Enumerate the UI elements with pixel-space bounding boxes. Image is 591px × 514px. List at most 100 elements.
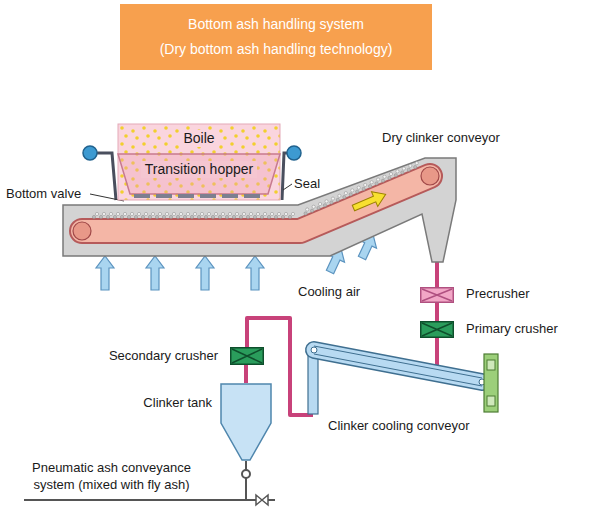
clinker-particle: [183, 215, 186, 218]
clinker-particle: [155, 215, 158, 218]
equipment-label: Dry clinker conveyor: [382, 130, 500, 146]
clinker-particle: [364, 183, 367, 186]
clinker-particle: [318, 202, 321, 205]
clinker-particle: [351, 189, 354, 192]
clinker-particle: [388, 176, 391, 179]
clinker-particle: [193, 212, 196, 215]
node-outline: [120, 4, 432, 70]
clinker-particle: [267, 215, 270, 218]
seal-pivot: [83, 146, 97, 160]
clinker-particle: [109, 212, 112, 215]
clinker-particle: [179, 212, 182, 215]
bottom-valve-gate: [178, 194, 194, 198]
clinker-particle: [323, 204, 326, 207]
clinker-particle: [113, 215, 116, 218]
clinker-particle: [239, 215, 242, 218]
clinker-particle: [370, 181, 373, 184]
clinker-particle: [396, 170, 399, 173]
equipment-label: Primary crusher: [466, 321, 558, 337]
clinker-particle: [200, 212, 203, 215]
clinker-particle: [211, 215, 214, 218]
clinker-particle: [288, 215, 291, 218]
ash-pipe: [435, 303, 439, 321]
clinker-particle: [137, 212, 140, 215]
boiler-body: [118, 124, 280, 200]
clinker-particle: [190, 215, 193, 218]
ash-pipe: [435, 262, 439, 287]
clinker-particle: [106, 215, 109, 218]
clinker-particle: [336, 198, 339, 201]
belt-edge: [314, 350, 482, 382]
clinker-particle: [407, 168, 410, 171]
node-outline: [420, 287, 454, 303]
clinker-particle: [235, 212, 238, 215]
seal-mechanism: [83, 146, 301, 200]
clinker-tank: Clinker tank: [220, 383, 272, 461]
clinker-particle: [144, 212, 147, 215]
clinker-particle: [401, 171, 404, 174]
clinker-particle: [242, 212, 245, 215]
equipment-label: Precrusher: [466, 286, 530, 302]
crusher-cross: [232, 349, 262, 363]
pulley: [73, 222, 91, 240]
node-title: Boile: [179, 130, 218, 147]
crusher-body: [421, 288, 454, 303]
clinker-particle: [281, 215, 284, 218]
clinker-particle: [291, 212, 294, 215]
crusher-cross: [422, 289, 452, 301]
air-arrow: [96, 256, 114, 290]
node-outline: [60, 150, 460, 262]
clinker-particle: [141, 215, 144, 218]
boiler: Transition hopper Boile: [118, 124, 280, 200]
clinker-particle: [284, 212, 287, 215]
primary-crusher: Primary crusher: [420, 321, 454, 338]
part-label: Pneumatic ash conveyance system (mixed w…: [14, 460, 209, 494]
clinker-particle: [270, 212, 273, 215]
clinker-particle: [383, 175, 386, 178]
drive-motor: [484, 354, 498, 412]
title-box: Bottom ash handling system(Dry bottom as…: [120, 4, 432, 70]
clinker-particle: [394, 174, 397, 177]
ash-pipe: [435, 338, 439, 365]
node-title: Transition hopper: [141, 161, 257, 178]
clinker-particle: [225, 215, 228, 218]
clinker-particle: [130, 212, 133, 215]
clinker-particle: [92, 215, 95, 218]
clinker-particle: [127, 215, 130, 218]
clinker-particle: [221, 212, 224, 215]
clinker-particle: [312, 205, 315, 208]
clinker-particle: [204, 215, 207, 218]
seal-bracket: [282, 153, 287, 200]
conveyor-casing: [63, 158, 456, 262]
crusher-body: [421, 322, 454, 338]
crusher-cross: [422, 323, 452, 336]
belt: [82, 176, 430, 231]
clinker-particle: [375, 182, 378, 185]
clinker-particle: [172, 212, 175, 215]
clinker-particle: [263, 212, 266, 215]
clinker-particle: [197, 215, 200, 218]
clinker-particle: [102, 212, 105, 215]
clinker-particle: [310, 209, 313, 212]
clinker-particle: [158, 212, 161, 215]
clinker-particle: [249, 212, 252, 215]
equipment-label: Clinker tank: [143, 395, 212, 411]
outlet-valve: [242, 470, 250, 478]
clinker-particle: [331, 197, 334, 200]
bottom-valve-gate: [134, 194, 150, 198]
dry-clinker-conveyor: Dry clinker conveyor: [60, 150, 460, 262]
clinker-particle: [253, 215, 256, 218]
clinker-particle: [356, 190, 359, 193]
belt-loop: [314, 346, 482, 386]
precrusher: Precrusher: [420, 287, 454, 303]
clinker-particle: [409, 164, 412, 167]
clinker-particle: [277, 212, 280, 215]
clinker-particle: [176, 215, 179, 218]
clinker-particle: [325, 200, 328, 203]
air-arrow: [196, 256, 214, 290]
clinker-particle: [415, 162, 418, 165]
pulley: [421, 167, 439, 185]
clinker-particle: [389, 172, 392, 175]
clinker-particle: [165, 212, 168, 215]
